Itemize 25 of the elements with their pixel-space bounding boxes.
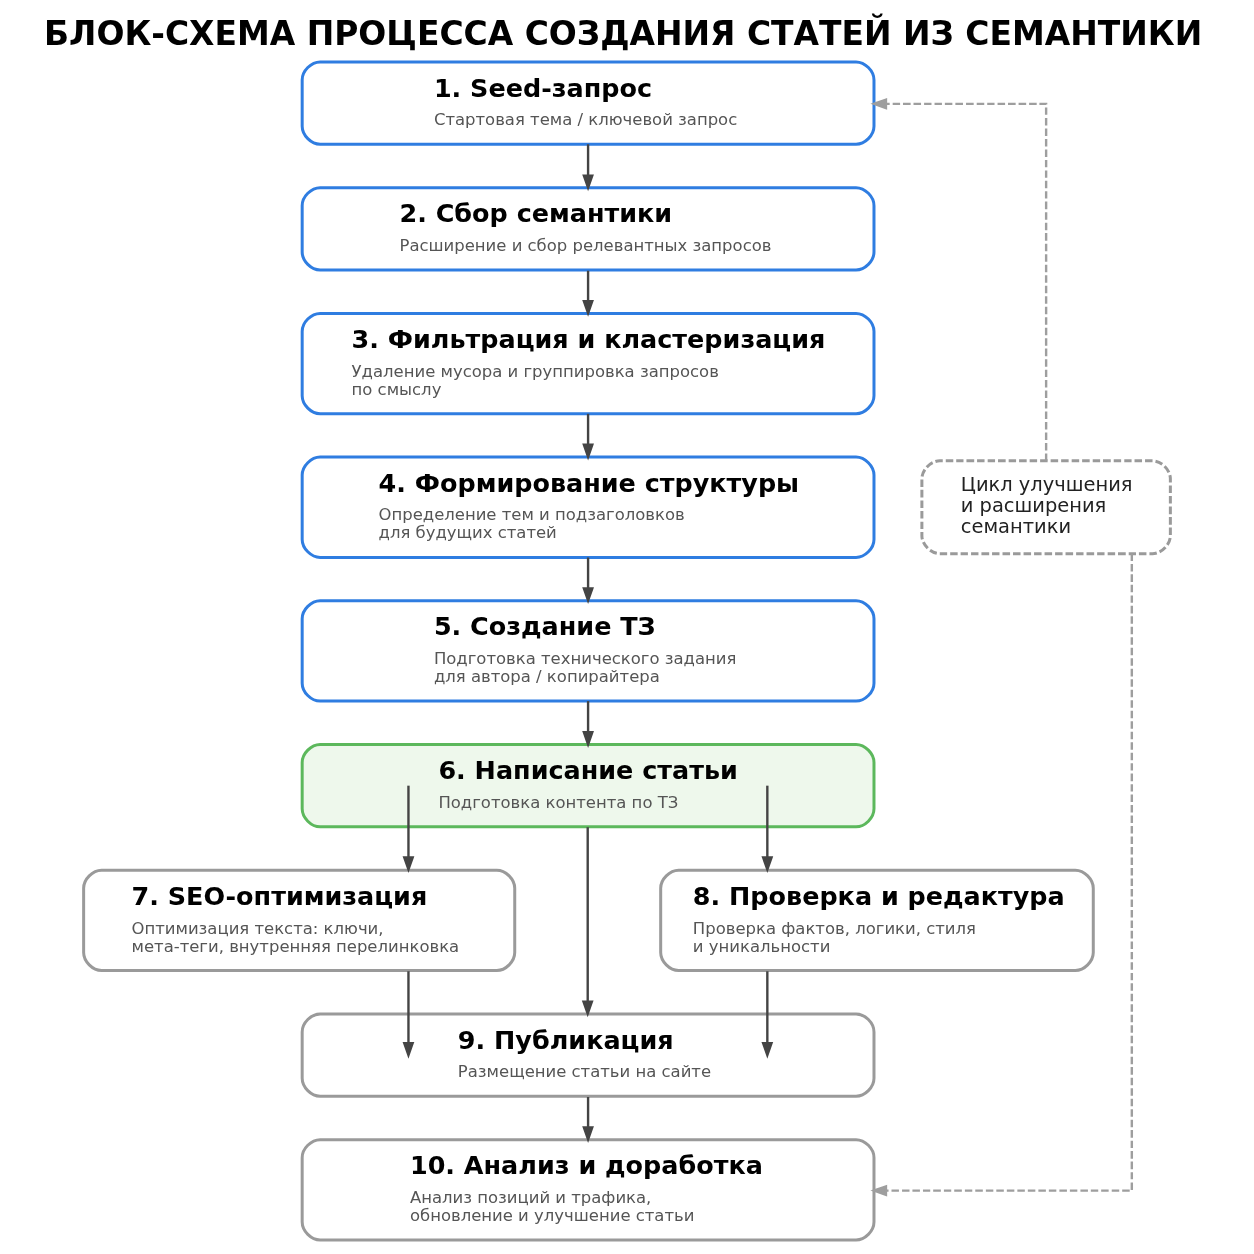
node-box: 9. Публикация Размещение статьи на сайте xyxy=(300,1012,876,1098)
arrow xyxy=(761,971,774,1059)
node-box: Цикл улучшения и расширения семантики xyxy=(920,459,1172,556)
node-box: 1. Seed-запрос Стартовая тема / ключевой запрос xyxy=(300,60,876,146)
arrow xyxy=(402,971,415,1059)
node-box: 5. Создание ТЗ Подготовка технического задания для автора / копирайтера xyxy=(300,599,876,703)
arrow xyxy=(582,413,594,461)
arrow xyxy=(582,701,594,748)
diagram-title: БЛОК-СХЕМА ПРОЦЕССА СОЗДАНИЯ СТАТЕЙ ИЗ СЕМАНТИКИ xyxy=(43,13,1203,53)
arrow xyxy=(582,144,594,192)
arrow xyxy=(761,785,774,874)
arrow xyxy=(582,557,594,605)
node-box: 8. Проверка и редактура Проверка фактов, логики, стиля и уникальности xyxy=(659,868,1095,973)
arrow xyxy=(870,553,1134,1197)
arrow xyxy=(582,1097,594,1144)
arrow xyxy=(581,827,594,1018)
node-box: 4. Формирование структуры Определение тем и подзаголовков для будущих статей xyxy=(300,455,876,559)
node-box: 7. SEO-оптимизация Оптимизация текста: ключи, мета-теги, внутренняя перелинковка xyxy=(82,868,517,973)
node-box: 3. Фильтрация и кластеризация Удаление мусора и группировка запросов по смыслу xyxy=(300,311,876,416)
arrow xyxy=(402,785,415,874)
node-box: 2. Сбор семантики Расширение и сбор релевантных запросов xyxy=(300,186,876,272)
arrow xyxy=(870,97,1048,461)
node-box: 10. Анализ и доработка Анализ позиций и трафика, обновление и улучшение статьи xyxy=(300,1138,876,1242)
arrow xyxy=(582,270,594,317)
node-box: 6. Написание статьи Подготовка контента по ТЗ xyxy=(300,743,876,829)
